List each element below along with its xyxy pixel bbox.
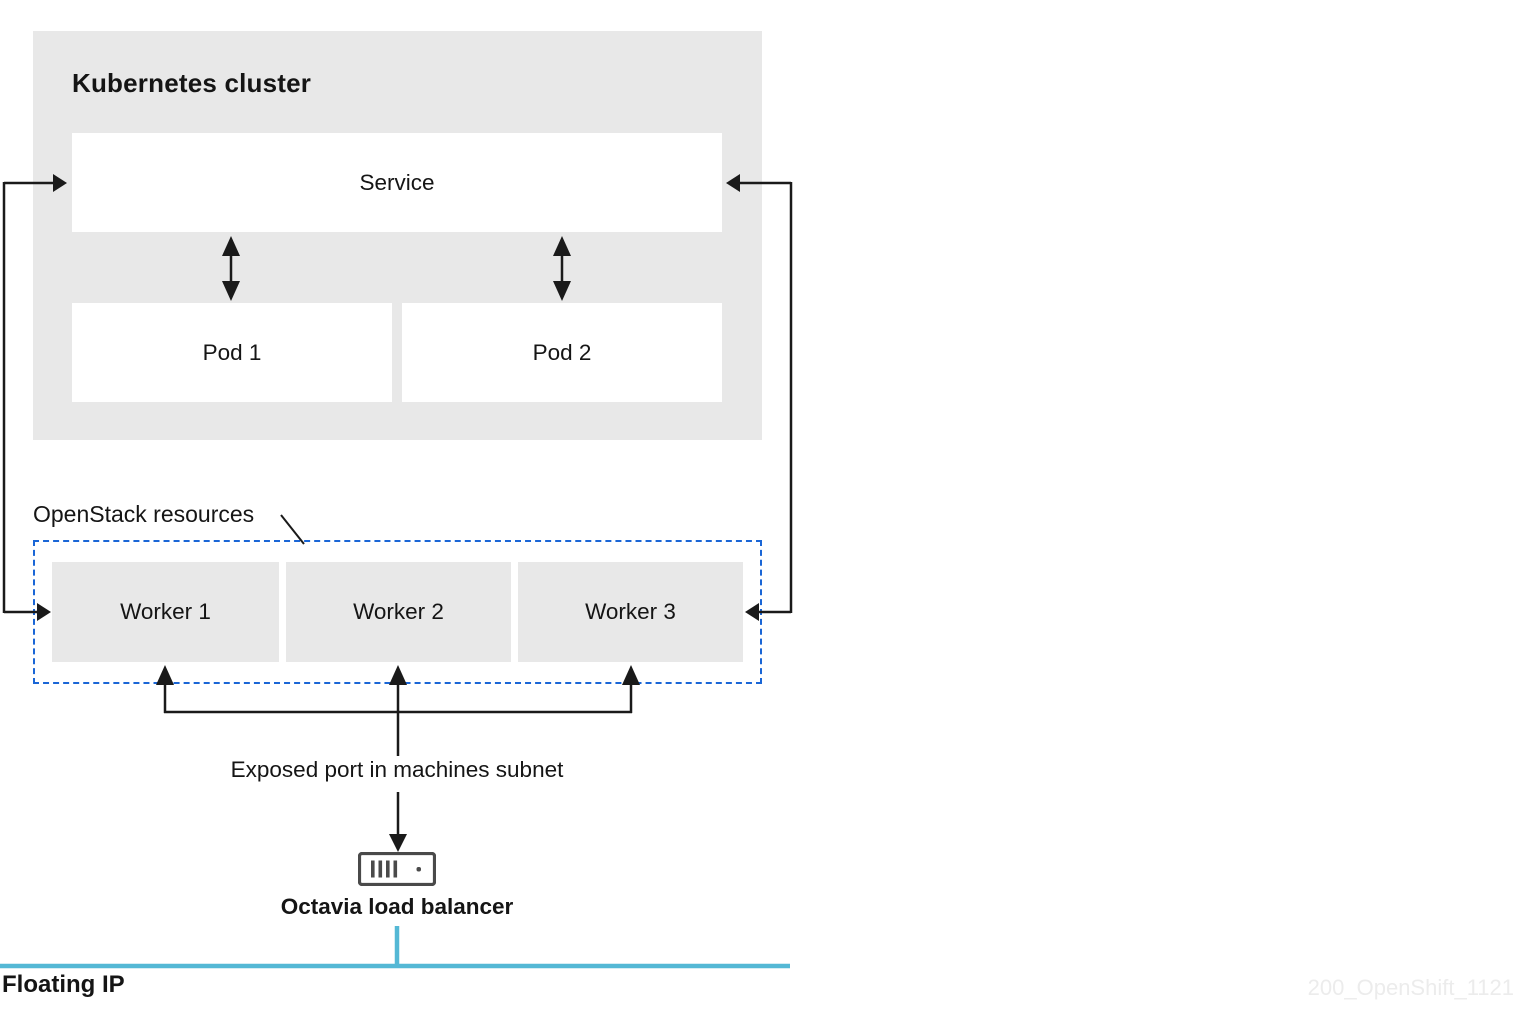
kubernetes-cluster-title: Kubernetes cluster (72, 68, 312, 98)
floating-ip-line (0, 926, 790, 969)
openstack-resources-label: OpenStack resources (33, 501, 255, 527)
load-balancer-label: Octavia load balancer (280, 894, 514, 919)
pod-2-box: Pod 2 (402, 303, 722, 402)
pod-1-box: Pod 1 (72, 303, 392, 402)
service-box: Service (72, 133, 722, 232)
worker-2-box: Worker 2 (286, 562, 511, 662)
worker-3-box: Worker 3 (518, 562, 743, 662)
exposed-port-label: Exposed port in machines subnet (230, 757, 564, 782)
pod-2-label: Pod 2 (532, 339, 592, 365)
load-balancer-icon (357, 851, 437, 887)
service-label: Service (359, 169, 435, 195)
worker-2-label: Worker 2 (353, 599, 444, 624)
watermark-text: 200_OpenShift_1121 (1307, 975, 1514, 1000)
exposed-port-line-arrow (389, 792, 407, 852)
worker-3-label: Worker 3 (585, 599, 676, 624)
floating-ip-label: Floating IP (2, 971, 125, 998)
worker-1-box: Worker 1 (52, 562, 279, 662)
pod-1-label: Pod 1 (202, 339, 262, 365)
worker-1-label: Worker 1 (120, 599, 211, 624)
